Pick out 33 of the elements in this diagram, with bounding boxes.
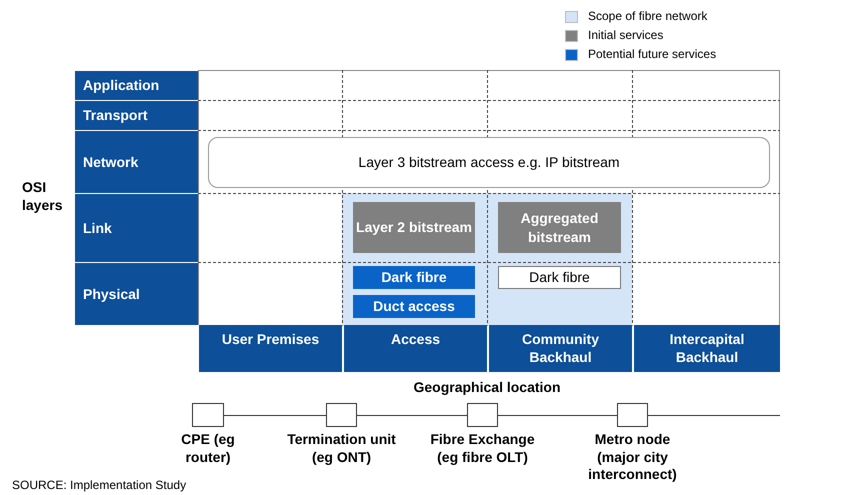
location-box <box>467 403 498 427</box>
service-box: Layer 3 bitstream access e.g. IP bitstream <box>208 137 770 188</box>
service-box: Layer 2 bitstream <box>353 202 475 253</box>
location-caption: CPE (eg router) <box>180 431 236 466</box>
legend-text: Potential future services <box>588 47 716 61</box>
location-caption: Metro node (major city interconnect) <box>587 431 678 484</box>
service-box: Dark fibre <box>498 266 621 289</box>
source-note: SOURCE: Implementation Study <box>12 478 188 494</box>
layer-header: Transport <box>75 100 198 130</box>
layer-header: Application <box>75 70 198 100</box>
layer-header: Network <box>75 130 198 193</box>
connector-line <box>356 415 468 416</box>
layer-header: Link <box>75 193 198 262</box>
axis-label: OSI layers <box>22 178 64 214</box>
connector-line <box>498 415 618 416</box>
location-box <box>192 403 224 427</box>
location-box <box>326 403 357 427</box>
location-header: Community Backhaul <box>488 325 632 372</box>
location-header: User Premises <box>198 325 342 372</box>
axis-label: Geographical location <box>412 378 562 396</box>
location-caption: Termination unit (eg ONT) <box>286 431 397 466</box>
legend-text: Scope of fibre network <box>588 9 708 23</box>
service-box: Aggregated bitstream <box>498 202 621 253</box>
location-box <box>617 403 648 427</box>
service-box: Dark fibre <box>353 266 475 289</box>
layer-header: Physical <box>75 262 198 325</box>
connector-line <box>224 415 326 416</box>
service-box: Duct access <box>353 295 475 318</box>
location-header: Intercapital Backhaul <box>633 325 780 372</box>
location-caption: Fibre Exchange (eg fibre OLT) <box>429 431 536 466</box>
legend-text: Initial services <box>588 28 664 42</box>
location-header: Access <box>343 325 487 372</box>
connector-line <box>648 415 780 416</box>
